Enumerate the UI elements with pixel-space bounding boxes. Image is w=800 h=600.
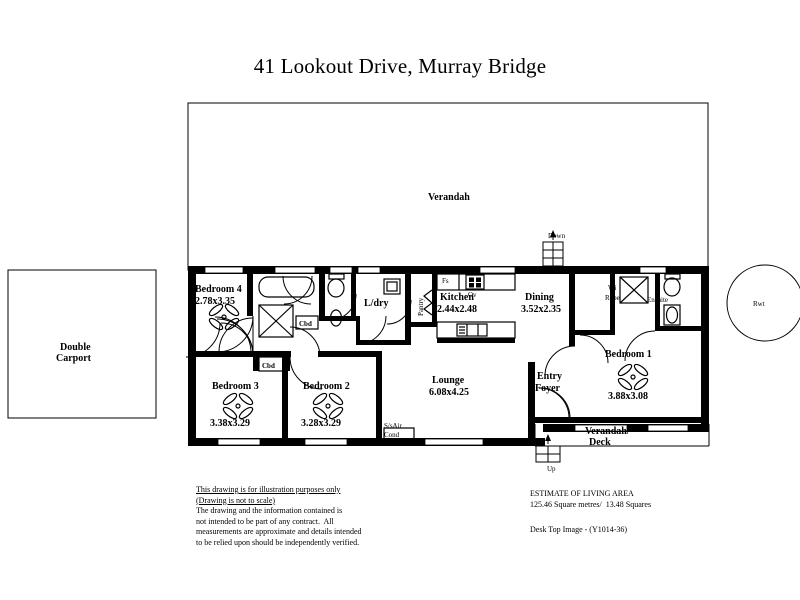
internal-walls [188,274,709,445]
disclaimer-line-1: This drawing is for illustration purpose… [196,485,341,494]
stairs-down-symbol [542,230,564,267]
label-aircon-line2: Cond [384,431,400,439]
laundry-trough-fixture [383,278,401,295]
room-label-lounge: Lounge [432,375,465,386]
basin-fixture-bathroom [329,309,343,327]
room-label-dining: Dining [525,292,554,303]
disclaimer-note: This drawing is for illustration purpose… [196,485,362,548]
label-fridge-space: Fs [442,277,449,285]
space-label-pantry: Pantry [417,297,425,316]
space-label-entry-line1: Entry [537,371,562,382]
toilet-fixture-ensuite [663,273,681,297]
fitting-labels: Cbd Cbd Fs Ov S/sAir Cond [262,277,477,439]
estimate-heading: ESTIMATE OF LIVING AREA [530,489,634,498]
label-verandah-deck-line2: Deck [589,437,611,448]
room-dim-bedroom-4: 2.78x3.35 [195,296,235,307]
windows-top [204,266,667,274]
room-label-bedroom-2: Bedroom 2 [303,381,350,392]
space-label-entry-line2: Foyer [535,383,561,394]
space-labels: L/dry Pantry Entry Foyer Wi Robe Ensuite [364,284,668,394]
disclaimer-line-2: (Drawing is not to scale) [196,495,276,505]
pantry-shelf-symbol [423,289,433,316]
kitchen-bench-bottom [436,321,516,339]
room-dim-bedroom-1: 3.88x3.08 [608,391,648,402]
label-cupboard-hall: Cbd [262,362,275,370]
hall-opening-lines [218,317,254,353]
label-verandah-deck-line1: Verandah/ [585,426,630,437]
estimate-value: 125.46 Square metres/ 13.48 Squares [530,499,652,509]
label-verandah: Verandah [428,192,470,203]
outbuilding-labels: Double Carport Rwt [56,300,765,364]
toilet-fixture-bathroom [327,273,345,298]
disclaimer-line-5: measurements are approximate and details… [196,527,362,536]
bathtub-fixture [258,276,315,298]
ceiling-fan-bedroom-4 [208,303,240,331]
disclaimer-line-6: to be relied upon should be independentl… [196,537,360,547]
basin-fixture-ensuite [663,304,681,326]
space-label-laundry: L/dry [364,298,388,309]
living-area-estimate: ESTIMATE OF LIVING AREA 125.46 Square me… [530,489,651,510]
outdoor-labels: Verandah Down Up Verandah/ Deck [428,192,630,473]
label-stairs-up: Up [547,465,556,473]
desktop-image-reference: Desk Top Image - (Y1014-36) [530,525,627,536]
page-title: 41 Lookout Drive, Murray Bridge [253,54,547,78]
label-carport-line1: Double [60,342,91,353]
stairs-up-symbol [535,434,561,463]
air-conditioner-unit [383,427,415,440]
disclaimer-line-4: not intended to be part of any contract.… [196,516,334,526]
desktop-image-text: Desk Top Image - (Y1014-36) [530,525,628,534]
kitchen-bench-top [436,273,516,291]
label-oven: Ov [468,291,477,299]
shower-fixture-bathroom [258,304,294,338]
room-labels: Bedroom 4 2.78x3.35 Bedroom 3 3.38x3.29 … [195,284,652,429]
ceiling-fan-bedroom-1 [617,363,649,391]
space-label-wirobe-line2: Robe [605,294,620,302]
room-dim-lounge: 6.08x4.25 [429,387,469,398]
double-carport [7,269,157,419]
room-dim-kitchen: 2.44x2.48 [437,304,477,315]
label-rainwater-tank: Rwt [753,300,765,308]
cupboard-hall [258,356,285,372]
room-dim-bedroom-2: 3.28x3.29 [301,418,341,429]
cupboard-bathroom [295,315,319,330]
room-dim-bedroom-3: 3.38x3.29 [210,418,250,429]
room-dim-dining: 3.52x2.35 [521,304,561,315]
cooktop-fixture [465,274,485,290]
ceiling-fan-bedroom-3 [222,392,254,420]
space-label-ensuite: Ensuite [647,296,668,304]
verandah-outline [187,102,709,271]
room-label-bedroom-4: Bedroom 4 [195,284,242,295]
shower-fixture-ensuite [619,276,649,304]
label-cupboard-bathroom: Cbd [299,320,312,328]
ceiling-fan-bedroom-2 [312,392,344,420]
door-arcs [185,275,656,419]
room-label-bedroom-3: Bedroom 3 [212,381,259,392]
room-label-kitchen: Kitchen [440,292,474,303]
space-label-wirobe-line1: Wi [608,284,616,292]
label-stairs-down: Down [548,232,566,240]
label-aircon-line1: S/sAir [384,422,403,430]
label-carport-line2: Carport [56,353,92,364]
windows-bottom [217,424,689,446]
rainwater-tank [726,264,800,342]
verandah-deck-outline [534,424,710,447]
disclaimer-line-3: The drawing and the information containe… [196,506,343,515]
room-label-bedroom-1: Bedroom 1 [605,349,652,360]
